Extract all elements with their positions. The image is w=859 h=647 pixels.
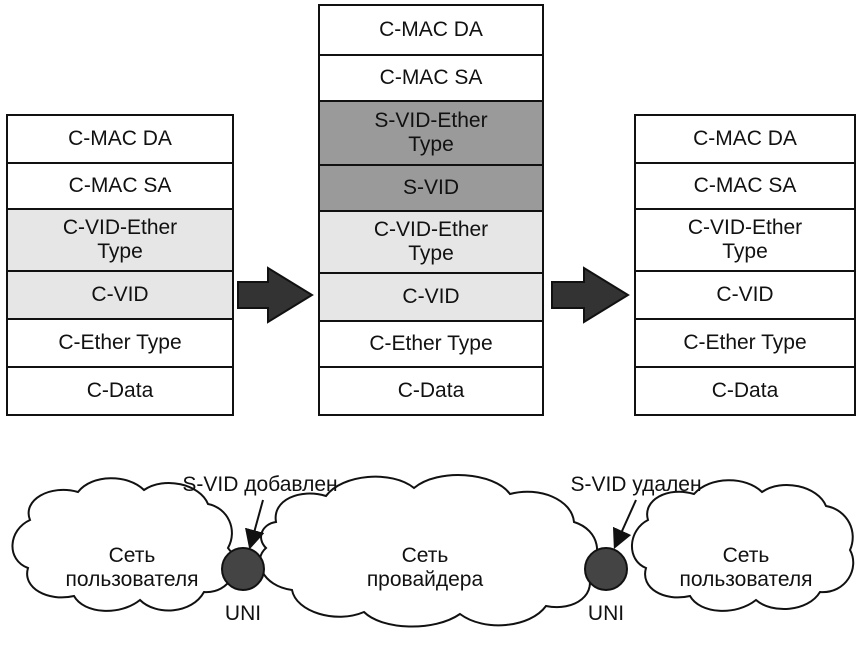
frame-field: C-Ether Type	[8, 320, 232, 368]
uni-label-left: UNI	[224, 602, 262, 625]
provider-network-label: Сеть провайдера	[366, 544, 484, 591]
frame-field: C-Data	[397, 379, 465, 402]
frame-field: C-MAC DA	[320, 6, 542, 56]
frame-field: C-MAC SA	[8, 164, 232, 210]
frame-field: C-MAC SA	[636, 164, 854, 210]
frame-field: C-VID	[636, 272, 854, 320]
frame-field: C-VID-Ether Type	[320, 212, 542, 274]
customer-network-label-right: Сеть пользователя	[679, 544, 813, 591]
uni-node-right	[584, 547, 628, 591]
provider-network-cloud	[258, 474, 598, 628]
frame-field: C-Ether Type	[636, 320, 854, 368]
pointer-svid-removed	[612, 499, 637, 550]
frame-field: C-MAC SA	[320, 56, 542, 102]
frame-field: C-VID-Ether Type	[636, 210, 854, 272]
frame-field: C-VID-Ether Type	[8, 210, 232, 272]
frame-field: S-VID-Ether Type	[320, 102, 542, 166]
frame-field: C-Ether Type	[320, 322, 542, 368]
arrow-right-icon	[551, 266, 630, 324]
frame-field: C-MAC DA	[8, 116, 232, 164]
arrow-right-icon	[237, 266, 314, 324]
svid-added-label: S-VID добавлен	[182, 473, 338, 496]
frame-field: C-Data	[86, 379, 154, 402]
pointer-svid-added	[245, 499, 265, 550]
frame-field: C-VID	[8, 272, 232, 320]
svid-removed-label: S-VID удален	[570, 473, 702, 496]
frame-field: S-VID	[320, 166, 542, 212]
uni-node-left	[221, 547, 265, 591]
customer-network-label-left: Сеть пользователя	[65, 544, 199, 591]
frame-field: C-Data	[711, 379, 779, 402]
frame-field: C-MAC DA	[636, 116, 854, 164]
uni-label-right: UNI	[587, 602, 625, 625]
frame-field: C-VID	[320, 274, 542, 322]
customer-network-cloud-right	[631, 479, 855, 612]
